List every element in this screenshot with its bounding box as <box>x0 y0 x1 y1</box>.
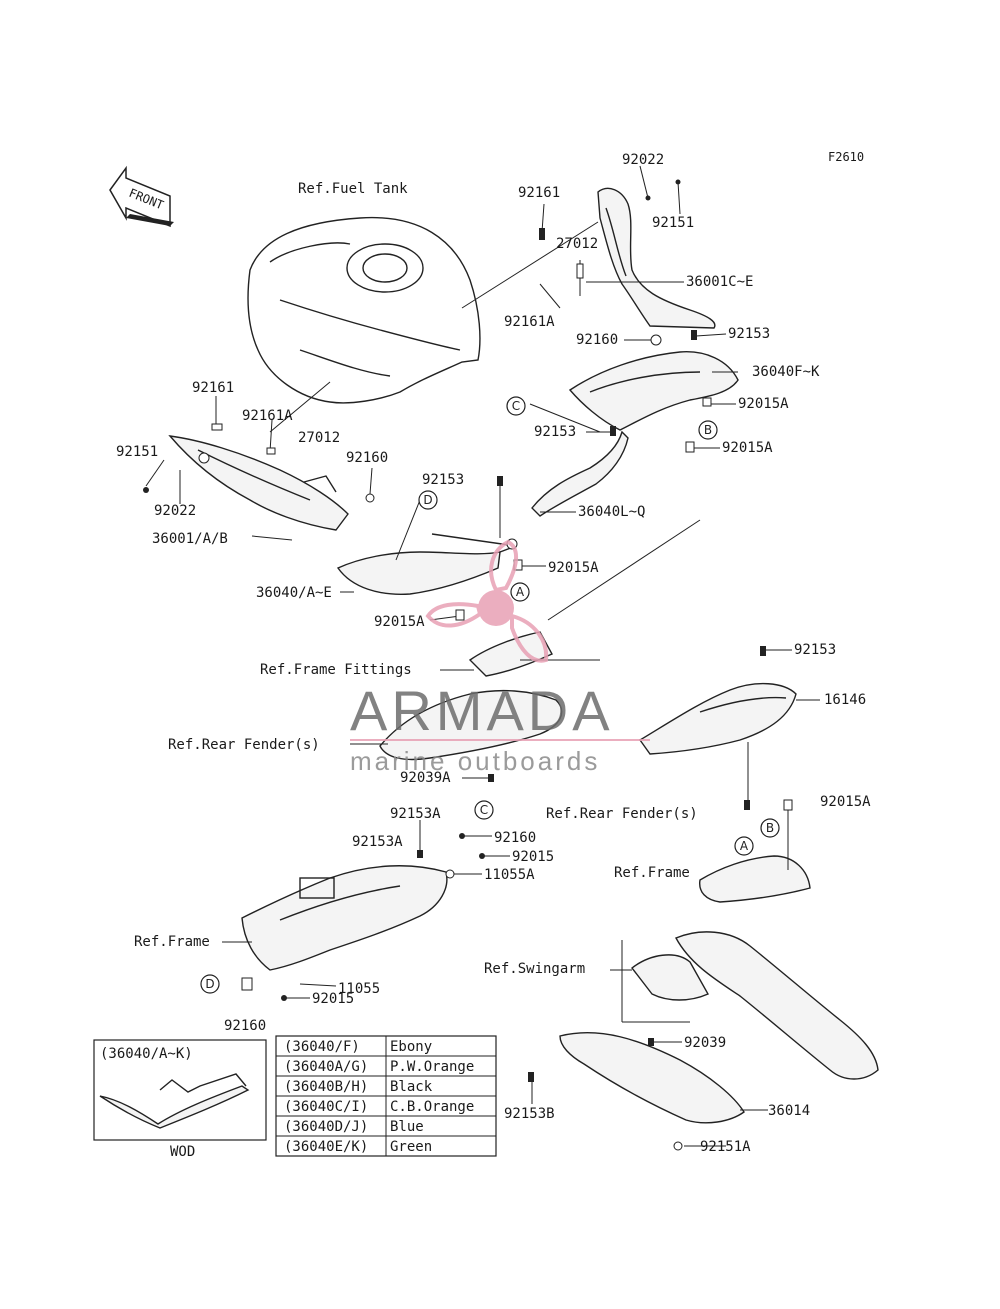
rear-fender-drawing <box>379 631 563 761</box>
callout-b-1: B <box>698 420 718 440</box>
table-color-1: P.W.Orange <box>390 1059 474 1075</box>
watermark-brand: ARMADA <box>350 679 614 742</box>
svg-text:A: A <box>516 585 525 599</box>
svg-text:A: A <box>740 839 749 853</box>
ref-frame-left: Ref.Frame <box>134 934 210 950</box>
part-92153-top: 92153 <box>728 326 770 342</box>
part-92153-mid: 92153 <box>534 424 576 440</box>
ref-fuel-tank: Ref.Fuel Tank <box>298 181 408 197</box>
side-cover-left-drawing <box>336 533 517 595</box>
part-92039a: 92039A <box>400 770 451 786</box>
watermark-tagline: marine outboards <box>350 746 600 776</box>
ref-rear-fender-right: Ref.Rear Fender(s) <box>546 806 698 822</box>
figure-code: F2610 <box>828 150 864 164</box>
table-color-5: Green <box>390 1139 432 1155</box>
propeller-logo-icon <box>425 539 549 663</box>
ref-frame-fittings: Ref.Frame Fittings <box>260 662 412 678</box>
callout-a-1: A <box>510 582 530 602</box>
part-92015a-1: 92015A <box>738 396 789 412</box>
svg-text:B: B <box>766 821 774 835</box>
side-cover-right-drawing <box>568 351 739 431</box>
inset-caption: WOD <box>170 1144 195 1160</box>
part-11055: 11055 <box>338 981 380 997</box>
callout-b-2: B <box>760 818 780 838</box>
part-92022-top: 92022 <box>622 152 664 168</box>
table-code-4: (36040D/J) <box>284 1119 368 1135</box>
table-color-4: Blue <box>390 1119 424 1135</box>
part-92015: 92015 <box>512 849 554 865</box>
part-92022-left: 92022 <box>154 503 196 519</box>
under-cover-drawing <box>531 430 629 517</box>
table-code-3: (36040C/I) <box>284 1099 368 1115</box>
part-92015a-4: 92015A <box>374 614 425 630</box>
swingarm-drawing <box>559 931 879 1124</box>
part-92015a-5: 92015A <box>820 794 871 810</box>
seat-cowl-right-drawing <box>597 187 716 329</box>
part-92151-left: 92151 <box>116 444 158 460</box>
inset-box: (36040/A~K) WOD <box>93 1039 267 1160</box>
part-36040a: 36040/A~E <box>256 585 332 601</box>
table-code-5: (36040E/K) <box>284 1139 368 1155</box>
part-36014: 36014 <box>768 1103 810 1119</box>
inset-title: (36040/A~K) <box>100 1046 193 1062</box>
part-16146: 16146 <box>824 692 866 708</box>
part-36040f: 36040F~K <box>752 364 820 380</box>
table-color-2: Black <box>390 1079 433 1095</box>
fuel-tank-drawing <box>247 216 481 404</box>
part-27012-left: 27012 <box>298 430 340 446</box>
seat-cowl-left-drawing <box>168 435 349 531</box>
part-92151-top: 92151 <box>652 215 694 231</box>
table-code-0: (36040/F) <box>284 1039 360 1055</box>
svg-text:C: C <box>512 399 520 413</box>
tail-piece-drawing <box>638 682 797 755</box>
svg-text:D: D <box>423 493 432 507</box>
svg-text:D: D <box>205 977 214 991</box>
fastener-icons <box>143 179 793 1151</box>
part-92160-low: 92160 <box>494 830 536 846</box>
table-code-2: (36040B/H) <box>284 1079 368 1095</box>
front-arrow-icon: FRONT <box>109 165 174 228</box>
callout-c-2: C <box>474 800 494 820</box>
callout-c-1: C <box>506 396 526 416</box>
part-92161-top: 92161 <box>518 185 560 201</box>
part-92161a-top: 92161A <box>504 314 555 330</box>
callout-d-2: D <box>200 974 220 994</box>
subframe-left-drawing <box>241 865 448 971</box>
part-92151a: 92151A <box>700 1139 751 1155</box>
part-92015a-2: 92015A <box>722 440 773 456</box>
callout-d-1: D <box>418 490 438 510</box>
part-92153-center: 92153 <box>422 472 464 488</box>
watermark: ARMADA marine outboards <box>350 539 650 776</box>
leader-lines <box>145 165 820 1147</box>
table-color-3: C.B.Orange <box>390 1099 474 1115</box>
part-27012-top: 27012 <box>556 236 598 252</box>
ref-rear-fender-left: Ref.Rear Fender(s) <box>168 737 320 753</box>
part-36001: 36001/A/B <box>152 531 228 547</box>
svg-text:B: B <box>704 423 712 437</box>
svg-text:C: C <box>480 803 488 817</box>
part-92015a-3: 92015A <box>548 560 599 576</box>
part-92153-right: 92153 <box>794 642 836 658</box>
part-92160-top: 92160 <box>576 332 618 348</box>
callout-a-2: A <box>734 836 754 856</box>
table-color-0: Ebony <box>390 1039 432 1055</box>
part-92161-left: 92161 <box>192 380 234 396</box>
part-92039: 92039 <box>684 1035 726 1051</box>
ref-frame-right: Ref.Frame <box>614 865 690 881</box>
part-92160-left: 92160 <box>346 450 388 466</box>
part-92153a-2: 92153A <box>352 834 403 850</box>
part-92160-bottom: 92160 <box>224 1018 266 1034</box>
table-code-1: (36040A/G) <box>284 1059 368 1075</box>
part-36040l: 36040L~Q <box>578 504 645 520</box>
ref-swingarm: Ref.Swingarm <box>484 961 585 977</box>
part-92153b: 92153B <box>504 1106 555 1122</box>
part-11055a: 11055A <box>484 867 535 883</box>
part-92153a-1: 92153A <box>390 806 441 822</box>
frame-bracket-right-drawing <box>699 855 811 903</box>
color-table: (36040/F) Ebony (36040A/G) P.W.Orange (3… <box>275 1035 497 1157</box>
part-92015-low: 92015 <box>312 991 354 1007</box>
part-36001c: 36001C~E <box>686 274 753 290</box>
part-92161a-left: 92161A <box>242 408 293 424</box>
